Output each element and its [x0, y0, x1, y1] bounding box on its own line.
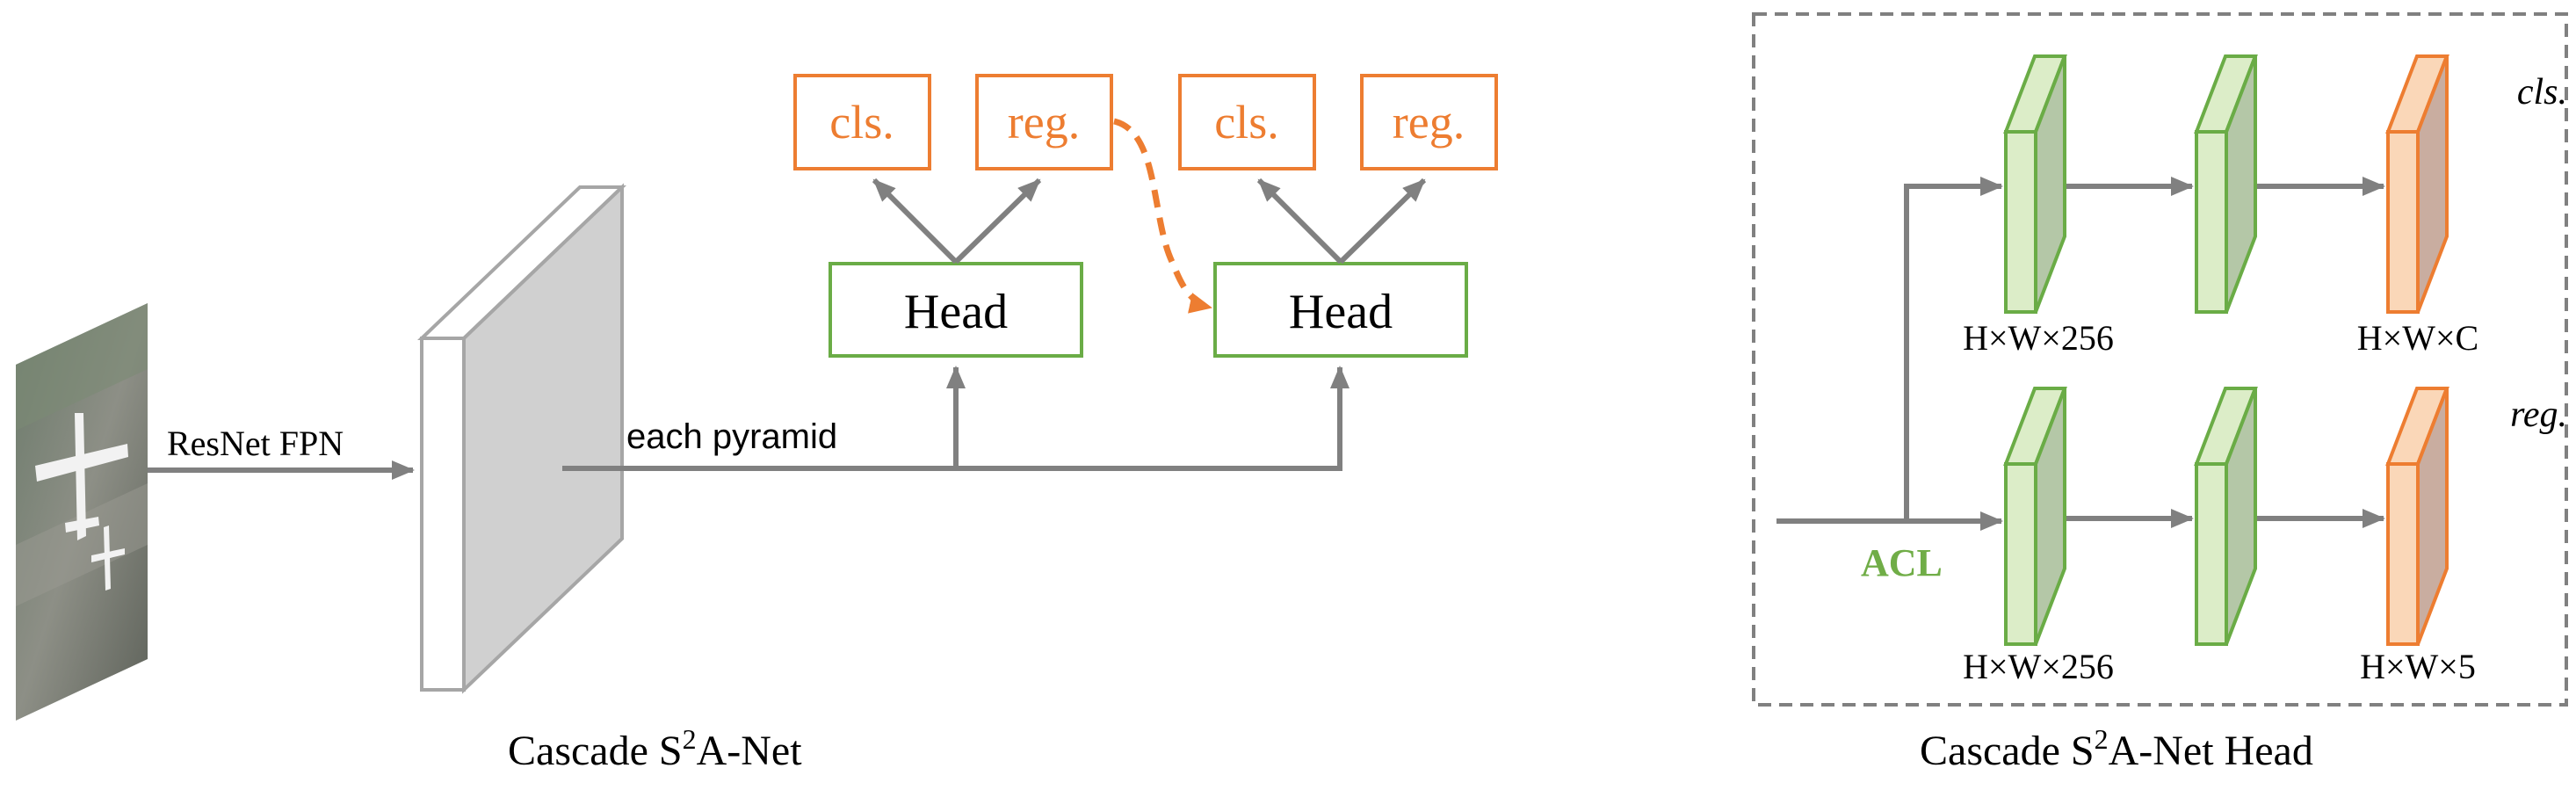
- input-aerial-image: [16, 303, 148, 721]
- right-caption: Cascade S2A-Net Head: [1920, 723, 2313, 774]
- bottom-dim-label-2: H×W×5: [2360, 647, 2476, 686]
- each-pyramid-label: each pyramid: [626, 417, 837, 456]
- head2-output-arrows: [1256, 178, 1427, 265]
- head-detail-dashed-box: [1752, 12, 2568, 707]
- head-label-2: Head: [1289, 285, 1393, 339]
- cls-box-2: [1178, 74, 1316, 170]
- reg-box-1: [975, 74, 1113, 170]
- head-box-1: [829, 262, 1083, 358]
- top-green-block-2: [2194, 54, 2258, 314]
- cls-label-2: cls.: [1214, 96, 1279, 149]
- feature-pyramid-block: [417, 183, 626, 694]
- airplane-icon: [35, 413, 128, 540]
- bottom-green-block-1: [2003, 387, 2067, 646]
- top-dim-label-2: H×W×C: [2357, 318, 2478, 358]
- acl-label: ACL: [1861, 541, 1943, 584]
- head1-output-arrows: [872, 178, 1042, 265]
- reg-box-2: [1360, 74, 1498, 170]
- head-input-connections: [1776, 177, 2003, 531]
- cls-output-label: cls.: [2517, 72, 2567, 112]
- bottom-orange-block: [2385, 387, 2449, 646]
- reg-output-label: reg.: [2510, 395, 2567, 435]
- cls-box-1: [793, 74, 931, 170]
- head-box-2: [1213, 262, 1468, 358]
- pyramid-connections: [562, 366, 1350, 471]
- bottom-green-block-2: [2194, 387, 2258, 646]
- left-caption: Cascade S2A-Net: [508, 723, 802, 774]
- top-green-block-1: [2003, 54, 2067, 314]
- top-dim-label-1: H×W×256: [1963, 318, 2114, 358]
- bottom-dim-label-1: H×W×256: [1963, 647, 2114, 686]
- reg-label-2: reg.: [1393, 96, 1465, 149]
- resnet-fpn-label: ResNet FPN: [167, 424, 344, 463]
- small-airplane-icon: [91, 525, 125, 591]
- cls-label-1: cls.: [829, 96, 894, 149]
- top-orange-block: [2385, 54, 2449, 314]
- cascade-dashed-arrow: [1112, 118, 1212, 314]
- reg-label-1: reg.: [1008, 96, 1080, 149]
- head-label-1: Head: [904, 285, 1008, 339]
